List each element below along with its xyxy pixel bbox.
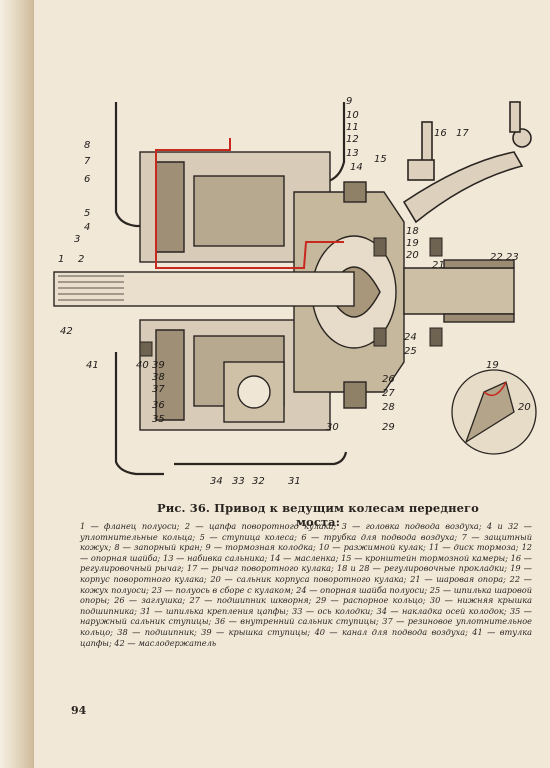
callout-24: 24 <box>404 332 417 343</box>
callout-7: 7 <box>84 156 91 167</box>
callout-26: 26 <box>382 374 395 385</box>
callout-1: 1 <box>58 254 64 265</box>
callout-4: 4 <box>84 222 90 233</box>
hub-assembly <box>139 151 331 431</box>
callout-14: 14 <box>350 162 363 173</box>
callout-17: 17 <box>456 128 469 139</box>
bolts <box>139 237 443 357</box>
callout-13: 13 <box>346 148 359 159</box>
figure-legend: 1 — фланец полуоси; 2 — цапфа поворотног… <box>80 521 532 648</box>
callout-15: 15 <box>374 154 387 165</box>
callout-21: 21 <box>432 260 445 271</box>
callout-inset-19: 19 <box>486 360 499 371</box>
callout-20: 20 <box>406 250 419 261</box>
callout-38: 38 <box>152 372 165 383</box>
callout-5: 5 <box>84 208 90 219</box>
callout-8: 8 <box>84 140 90 151</box>
callout-32: 32 <box>252 476 265 487</box>
book-spine-shadow <box>0 0 34 768</box>
callout-3: 3 <box>74 234 80 245</box>
callout-40: 40 <box>136 360 149 371</box>
callout-12: 12 <box>346 134 359 145</box>
steering-arm <box>402 101 532 224</box>
callout-inset-20: 20 <box>518 402 531 413</box>
page-number: 94 <box>71 704 87 717</box>
axle-shaft <box>53 259 515 323</box>
callout-31: 31 <box>288 476 301 487</box>
callout-16: 16 <box>434 128 447 139</box>
callout-39: 39 <box>152 360 165 371</box>
front-axle-drive-diagram: 8 7 6 5 4 3 2 1 42 41 40 39 38 37 36 35 … <box>53 96 537 487</box>
technical-drawing: 8 7 6 5 4 3 2 1 42 41 40 39 38 37 36 35 … <box>44 92 544 490</box>
callout-6: 6 <box>84 174 90 185</box>
callout-30: 30 <box>326 422 339 433</box>
callout-19: 19 <box>406 238 419 249</box>
callout-9: 9 <box>346 96 352 107</box>
figure-caption: Рис. 36. Привод к ведущим колесам передн… <box>157 501 479 529</box>
callout-42: 42 <box>60 326 73 337</box>
callout-25: 25 <box>404 346 417 357</box>
book-page: 8 7 6 5 4 3 2 1 42 41 40 39 38 37 36 35 … <box>34 0 550 768</box>
callout-2: 2 <box>78 254 84 265</box>
callout-36: 36 <box>152 400 165 411</box>
wheel-rim <box>114 102 348 476</box>
callout-18: 18 <box>406 226 419 237</box>
callout-28: 28 <box>382 402 395 413</box>
callout-33: 33 <box>232 476 245 487</box>
air-supply-tube <box>155 138 344 269</box>
callout-29: 29 <box>382 422 395 433</box>
callout-10: 10 <box>346 110 359 121</box>
callout-22: 22 <box>490 252 503 263</box>
callout-23: 23 <box>506 252 519 263</box>
callout-37: 37 <box>152 384 165 395</box>
callout-41: 41 <box>86 360 99 371</box>
callout-11: 11 <box>346 122 359 133</box>
callout-labels: 8 7 6 5 4 3 2 1 42 41 40 39 38 37 36 35 … <box>58 96 531 487</box>
callout-34: 34 <box>210 476 223 487</box>
callout-35: 35 <box>152 414 165 425</box>
callout-27: 27 <box>382 388 395 399</box>
inset-detail <box>451 369 537 455</box>
